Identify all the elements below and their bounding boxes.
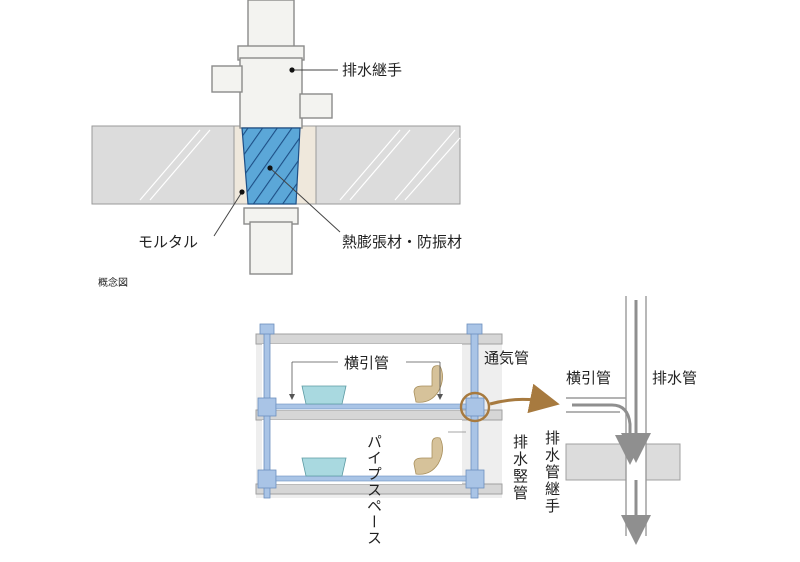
detail-arrow — [489, 383, 560, 414]
right-branch — [299, 93, 333, 119]
horizontal-pipe-lower — [275, 475, 467, 482]
label-mortar: モルタル — [138, 233, 198, 251]
toilet-lower — [413, 437, 443, 475]
building-section: 横引管 通気管 パイプスペース 排水竪管 — [255, 323, 560, 546]
slab-hatch-lines — [139, 129, 461, 201]
label-horizontal-pipe: 横引管 — [344, 354, 389, 372]
label-insulation: 熱膨張材・防振材 — [342, 233, 462, 251]
detail-slab-right — [645, 443, 681, 481]
bathtub-lower — [301, 457, 347, 477]
drain-joint-upper — [465, 397, 485, 417]
label-joint: 排水継手 — [342, 61, 402, 79]
joint-detail: 横引管 排水管 排水管継手 — [543, 296, 697, 545]
label-drain-riser: 排水竪管 — [511, 434, 529, 502]
highlight-ring — [459, 391, 491, 423]
slab-upper — [255, 333, 503, 345]
detail-slab-left — [565, 443, 627, 481]
label-pipe-space: パイプスペース — [365, 434, 383, 546]
left-branch — [211, 65, 243, 93]
label-vent-pipe: 通気管 — [484, 349, 529, 367]
caption-concept: 概念図 — [98, 276, 128, 289]
label-detail-drain: 排水管 — [652, 369, 697, 387]
label-detail-joint: 排水管継手 — [543, 430, 561, 515]
bathtub-upper — [301, 385, 347, 405]
flow-arrow-branch — [572, 403, 645, 465]
joint-body — [239, 57, 303, 129]
label-detail-horizontal: 横引管 — [566, 369, 611, 387]
top-diagram: 排水継手 モルタル 熱膨張材・防振材 — [91, 0, 462, 275]
horizontal-pipe-upper — [275, 403, 467, 410]
lower-pipe — [249, 221, 293, 275]
